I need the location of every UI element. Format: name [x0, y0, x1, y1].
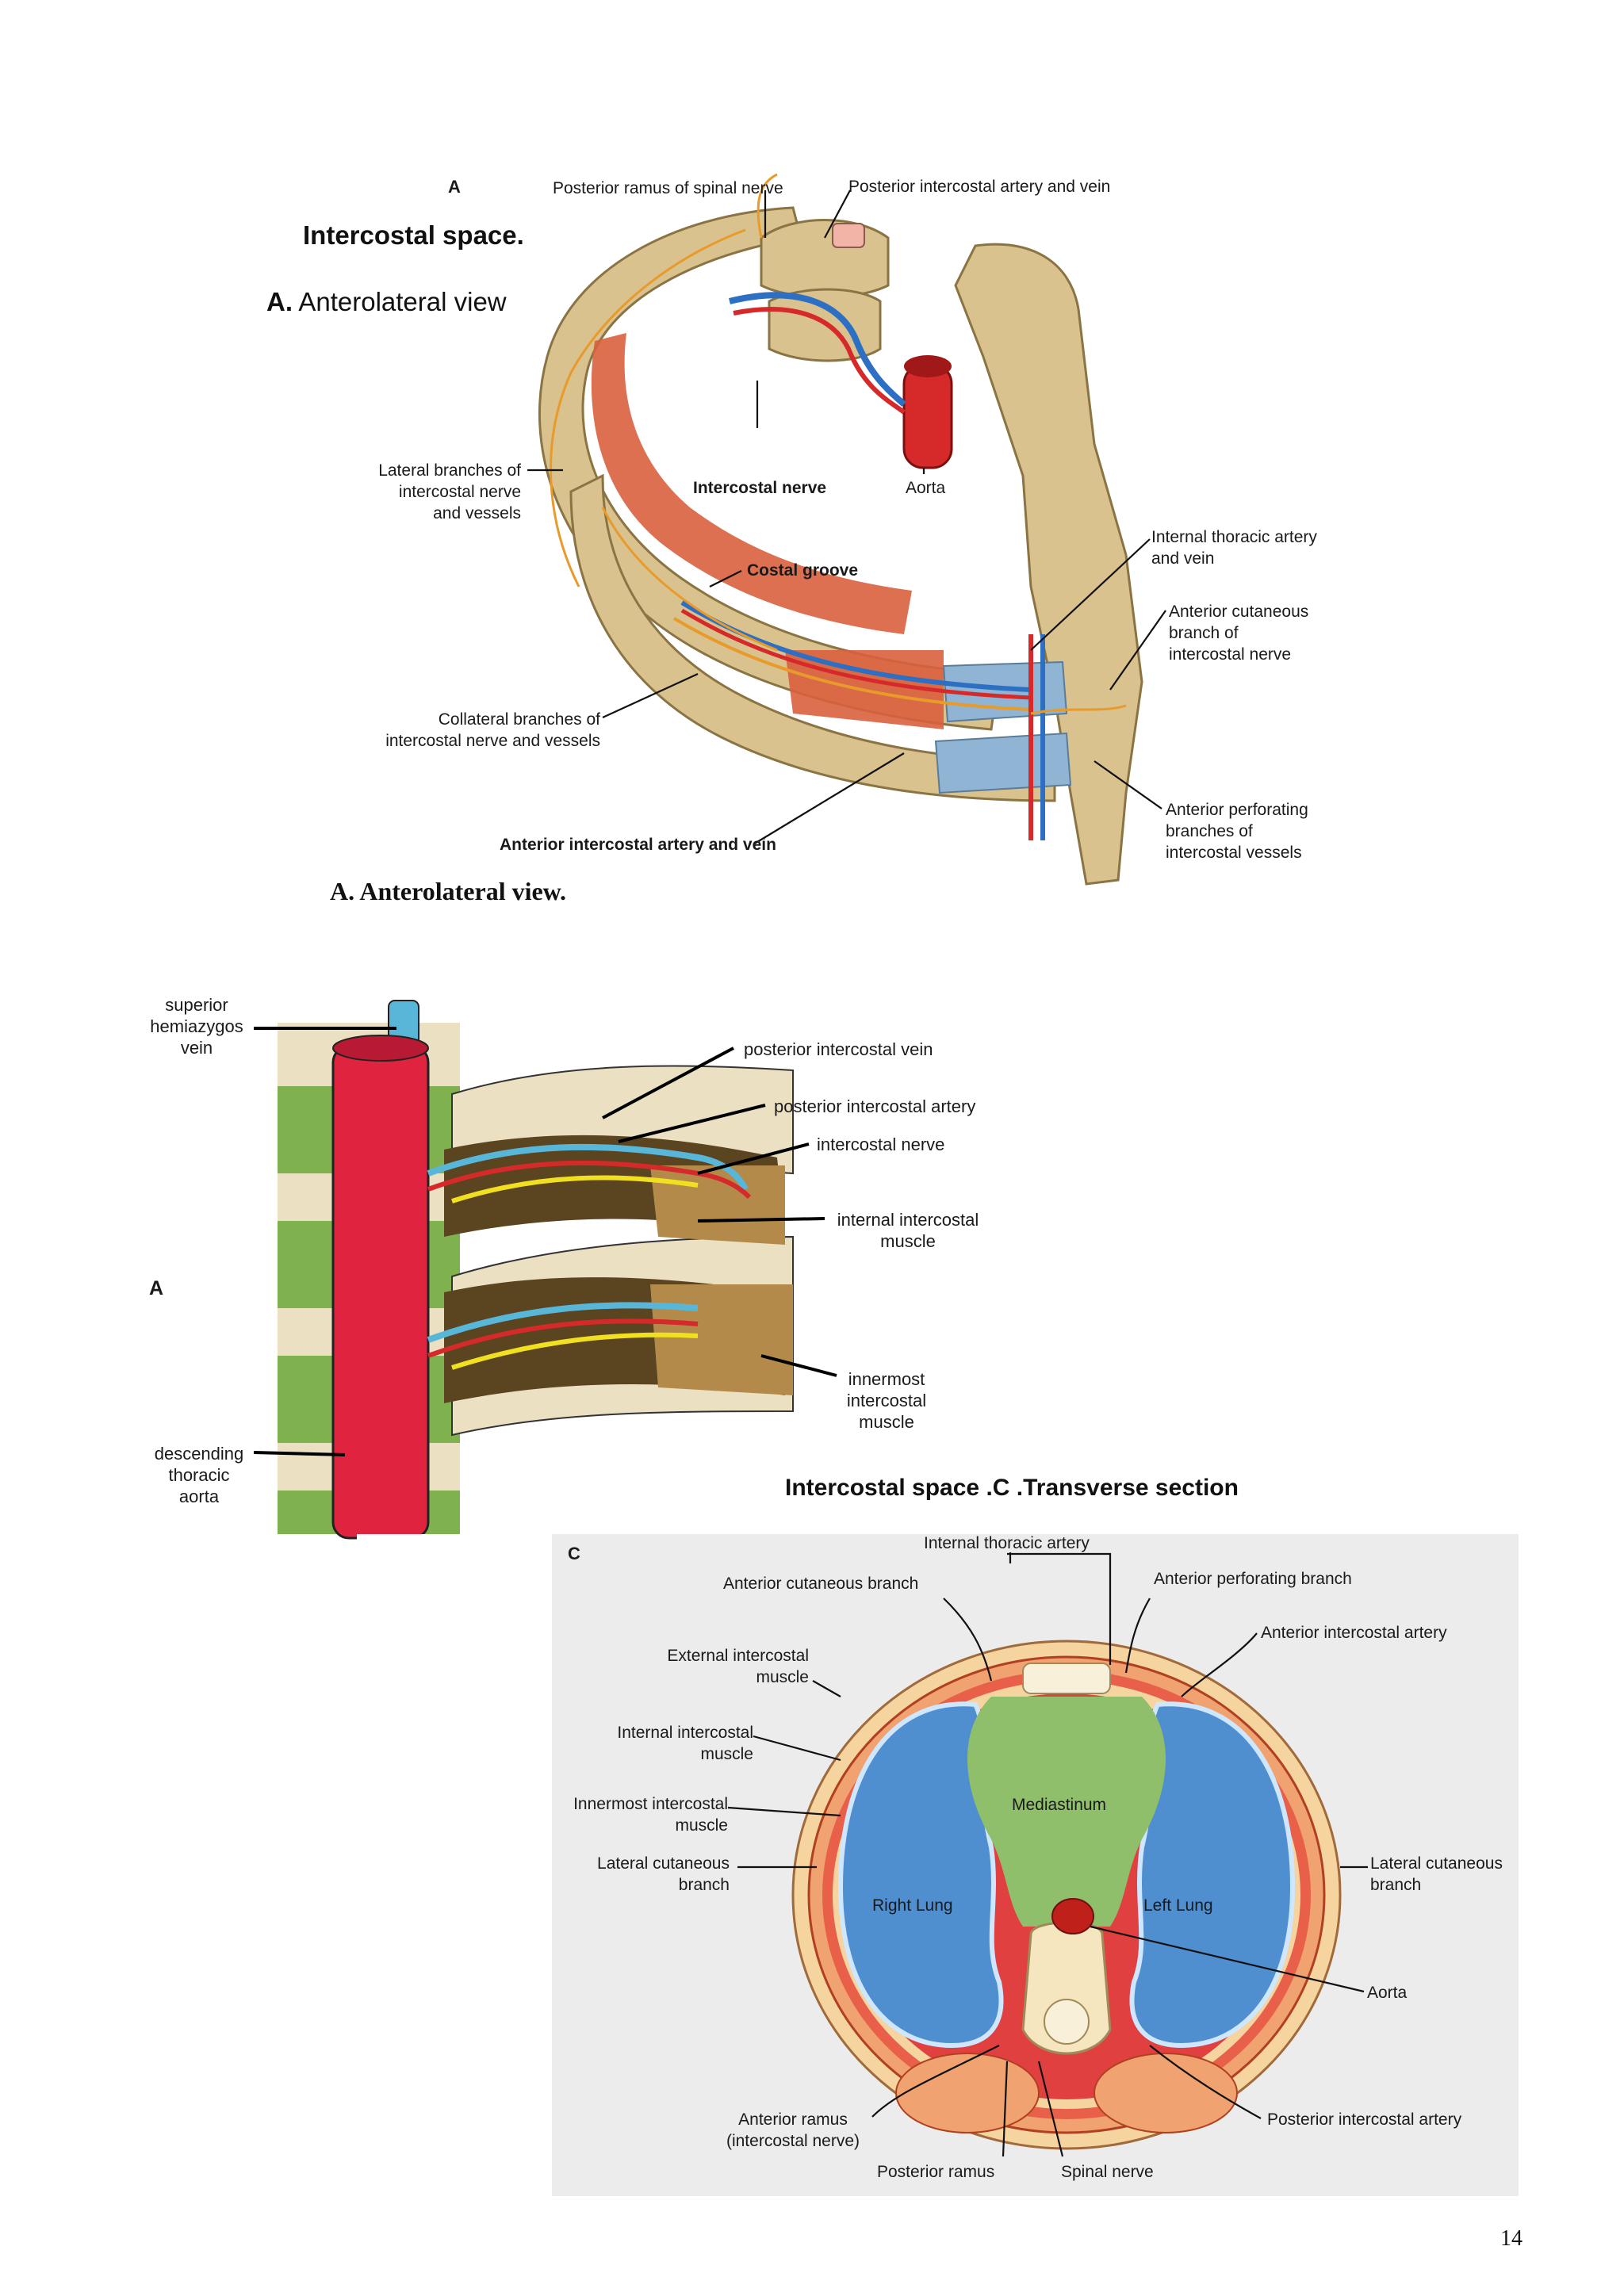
label-superior-hemiazygos: superior hemiazygos vein: [149, 994, 244, 1058]
label-line: thoracic: [168, 1465, 230, 1485]
figure-1-title: Intercostal space.: [303, 220, 524, 250]
label-line: muscle: [675, 1816, 728, 1835]
label-collateral-branches: Collateral branches of intercostal nerve…: [373, 709, 600, 752]
figure-1-caption: A. Anterolateral view.: [330, 877, 567, 905]
label-posterior-intercostal-artery: posterior intercostal artery: [774, 1096, 976, 1116]
label-line: (intercostal nerve): [726, 2132, 860, 2150]
label-line: Anterior ramus: [738, 2110, 848, 2129]
label-internal-thoracic-artery: Internal thoracic artery: [924, 1534, 1090, 1552]
label-anterior-cutaneous: Anterior cutaneous branch of intercostal…: [1169, 601, 1308, 665]
label-line: descending: [154, 1444, 244, 1464]
label-anterior-perforating: Anterior perforating branches of interco…: [1166, 799, 1308, 863]
label-anterior-ramus: Anterior ramus (intercostal nerve): [714, 2109, 872, 2152]
label-internal-thoracic: Internal thoracic artery and vein: [1151, 526, 1317, 569]
label-posterior-intercostal-artery-c: Posterior intercostal artery: [1267, 2110, 1462, 2129]
label-posterior-artery-vein: Posterior intercostal artery and vein: [848, 178, 1111, 196]
label-intercostal-nerve-2: intercostal nerve: [817, 1135, 945, 1154]
label-anterior-perforating-branch: Anterior perforating branch: [1154, 1570, 1352, 1588]
label-posterior-ramus: Posterior ramus of spinal nerve: [553, 179, 783, 197]
label-line: vein: [180, 1038, 213, 1058]
label-line: intercostal: [846, 1391, 927, 1410]
label-line: intercostal nerve and vessels: [385, 732, 600, 750]
label-spinal-nerve: Spinal nerve: [1061, 2163, 1154, 2181]
label-internal-intercostal-muscle: internal intercostal muscle: [829, 1209, 987, 1252]
label-posterior-intercostal-vein: posterior intercostal vein: [744, 1039, 933, 1059]
label-anterior-cutaneous-branch: Anterior cutaneous branch: [723, 1575, 919, 1593]
label-lateral-cutaneous-left: Lateral cutaneous branch: [555, 1853, 730, 1896]
label-line: internal intercostal: [837, 1210, 979, 1230]
label-line: Internal thoracic artery: [1151, 528, 1317, 546]
label-descending-aorta: descending thoracic aorta: [147, 1443, 251, 1507]
label-anterior-artery-vein: Anterior intercostal artery and vein: [500, 836, 776, 854]
label-line: Lateral cutaneous: [1370, 1854, 1503, 1873]
label-line: muscle: [880, 1231, 936, 1251]
label-external-intercostal-muscle: External intercostal muscle: [611, 1645, 809, 1688]
label-line: aorta: [178, 1487, 220, 1506]
figure-1-panel-letter: A: [448, 177, 461, 197]
label-line: Anterior perforating: [1166, 801, 1308, 819]
label-aorta: Aorta: [906, 479, 946, 497]
label-line: and vessels: [433, 504, 521, 522]
label-line: Innermost intercostal: [573, 1795, 728, 1813]
label-line: branches of: [1166, 822, 1253, 840]
label-line: branch of: [1169, 624, 1239, 642]
label-innermost-intercostal-muscle-c: Innermost intercostal muscle: [547, 1793, 728, 1836]
figure-1-subtitle-letter: A.: [266, 287, 293, 316]
label-innermost-intercostal-muscle: innermost intercostal muscle: [842, 1368, 931, 1433]
label-anterior-intercostal-artery: Anterior intercostal artery: [1261, 1624, 1447, 1642]
label-costal-groove: Costal groove: [747, 561, 859, 580]
label-line: Collateral branches of: [438, 710, 600, 729]
label-line: branch: [678, 1876, 730, 1894]
label-line: muscle: [700, 1745, 753, 1763]
label-line: Anterior cutaneous: [1169, 603, 1309, 621]
label-line: and vein: [1151, 549, 1215, 568]
label-line: External intercostal: [667, 1647, 809, 1665]
label-line: superior: [165, 995, 228, 1015]
figure-3-panel-letter: C: [568, 1544, 580, 1563]
label-aorta-c: Aorta: [1367, 1984, 1408, 2002]
label-line: intercostal nerve: [398, 483, 521, 501]
label-line: muscle: [756, 1668, 809, 1686]
label-line: muscle: [859, 1412, 914, 1432]
label-posterior-ramus-c: Posterior ramus: [877, 2163, 995, 2181]
figure-3-title: Intercostal space .C .Transverse section: [785, 1475, 1239, 1501]
label-right-lung: Right Lung: [872, 1896, 953, 1915]
label-lateral-cutaneous-right: Lateral cutaneous branch: [1370, 1853, 1503, 1896]
label-lateral-branches: Lateral branches of intercostal nerve an…: [333, 460, 521, 524]
label-line: intercostal nerve: [1169, 645, 1292, 664]
label-internal-intercostal-muscle-c: Internal intercostal muscle: [555, 1722, 753, 1765]
page-number: 14: [1500, 2226, 1522, 2251]
label-line: Lateral branches of: [378, 461, 521, 480]
label-line: hemiazygos: [150, 1016, 243, 1036]
figure-1-subtitle: A. Anterolateral view: [266, 287, 507, 317]
label-line: innermost: [848, 1369, 925, 1389]
figure-1-subtitle-text: Anterolateral view: [293, 287, 507, 316]
figure-2-panel-letter: A: [149, 1277, 164, 1299]
label-intercostal-nerve: Intercostal nerve: [693, 479, 827, 497]
label-left-lung: Left Lung: [1143, 1896, 1213, 1915]
label-line: intercostal vessels: [1166, 844, 1302, 862]
label-mediastinum: Mediastinum: [1012, 1796, 1107, 1814]
label-line: branch: [1370, 1876, 1422, 1894]
label-line: Internal intercostal: [617, 1724, 753, 1742]
label-line: Lateral cutaneous: [597, 1854, 730, 1873]
